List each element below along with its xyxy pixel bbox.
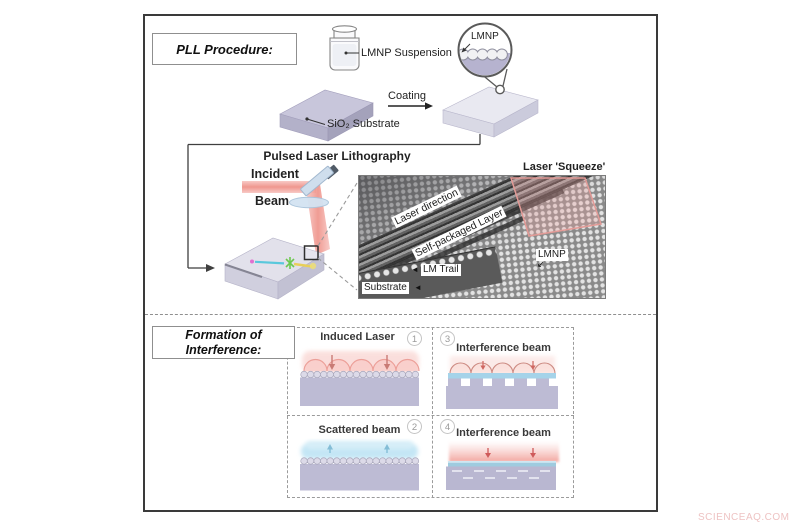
magnifier-label: LMNP: [471, 31, 499, 42]
panel4-title: Interference beam: [456, 427, 551, 439]
magnifier-icon: [457, 22, 513, 95]
lm-trail-label: LM Trail: [421, 264, 461, 276]
pll-procedure-title: PLL Procedure:: [176, 41, 273, 57]
laser-squeeze-label: Laser 'Squeeze': [521, 161, 608, 175]
lmnp-label: LMNP: [536, 249, 568, 261]
sio2-substrate-block: [279, 89, 374, 142]
coating-arrow: [388, 102, 433, 110]
inset-substrate-label: Substrate: [362, 282, 409, 294]
panels-container: [287, 327, 574, 498]
watermark: SCIENCEAQ.COM: [698, 512, 790, 523]
arrow-left-icon: ◄: [414, 283, 422, 292]
panel4-number-badge: 4: [440, 419, 455, 434]
flow-label: Pulsed Laser Lithography: [263, 149, 411, 163]
substrate-label: SiO₂ Substrate: [327, 118, 400, 130]
arrow-left-icon: ◄: [411, 265, 419, 274]
coating-label: Coating: [388, 90, 426, 102]
callout-dashed-lines: [317, 182, 358, 291]
panel1-art: [300, 351, 421, 406]
panel1-number-badge: 1: [407, 331, 422, 346]
formation-title-line1: Formation of: [185, 327, 262, 342]
incident-beam-label-line1: Incident: [251, 167, 299, 181]
panel-divider-horizontal: [287, 415, 574, 416]
section-separator: [145, 314, 656, 315]
stage-substrate-block: [224, 182, 358, 300]
incident-beam-label-line2: Beam: [254, 194, 290, 208]
coated-substrate-block: [442, 86, 539, 138]
arrow-down-left-icon: ↙: [537, 259, 545, 269]
panel3-number-badge: 3: [440, 331, 455, 346]
panel1-title: Induced Laser: [320, 331, 395, 343]
pll-procedure-title-box: PLL Procedure:: [152, 33, 297, 65]
panel2-title: Scattered beam: [318, 424, 401, 436]
formation-title-line2: Interference:: [185, 342, 262, 357]
panel3-art: [446, 356, 558, 409]
vial-label: LMNP Suspension: [361, 47, 452, 59]
panel3-title: Interference beam: [456, 342, 551, 354]
panel2-art: [300, 441, 421, 491]
formation-title-box: Formation of Interference:: [152, 326, 295, 359]
panel-divider-vertical: [432, 327, 433, 498]
laser-spot-marker: [303, 245, 319, 261]
laser-sheet: [509, 177, 603, 237]
vial-icon: [329, 25, 360, 71]
panel4-art: [446, 441, 559, 490]
inset-image: [358, 175, 606, 299]
process-flow-path: [187, 134, 481, 272]
panel2-number-badge: 2: [407, 419, 422, 434]
spectrum-trail: [250, 257, 317, 270]
